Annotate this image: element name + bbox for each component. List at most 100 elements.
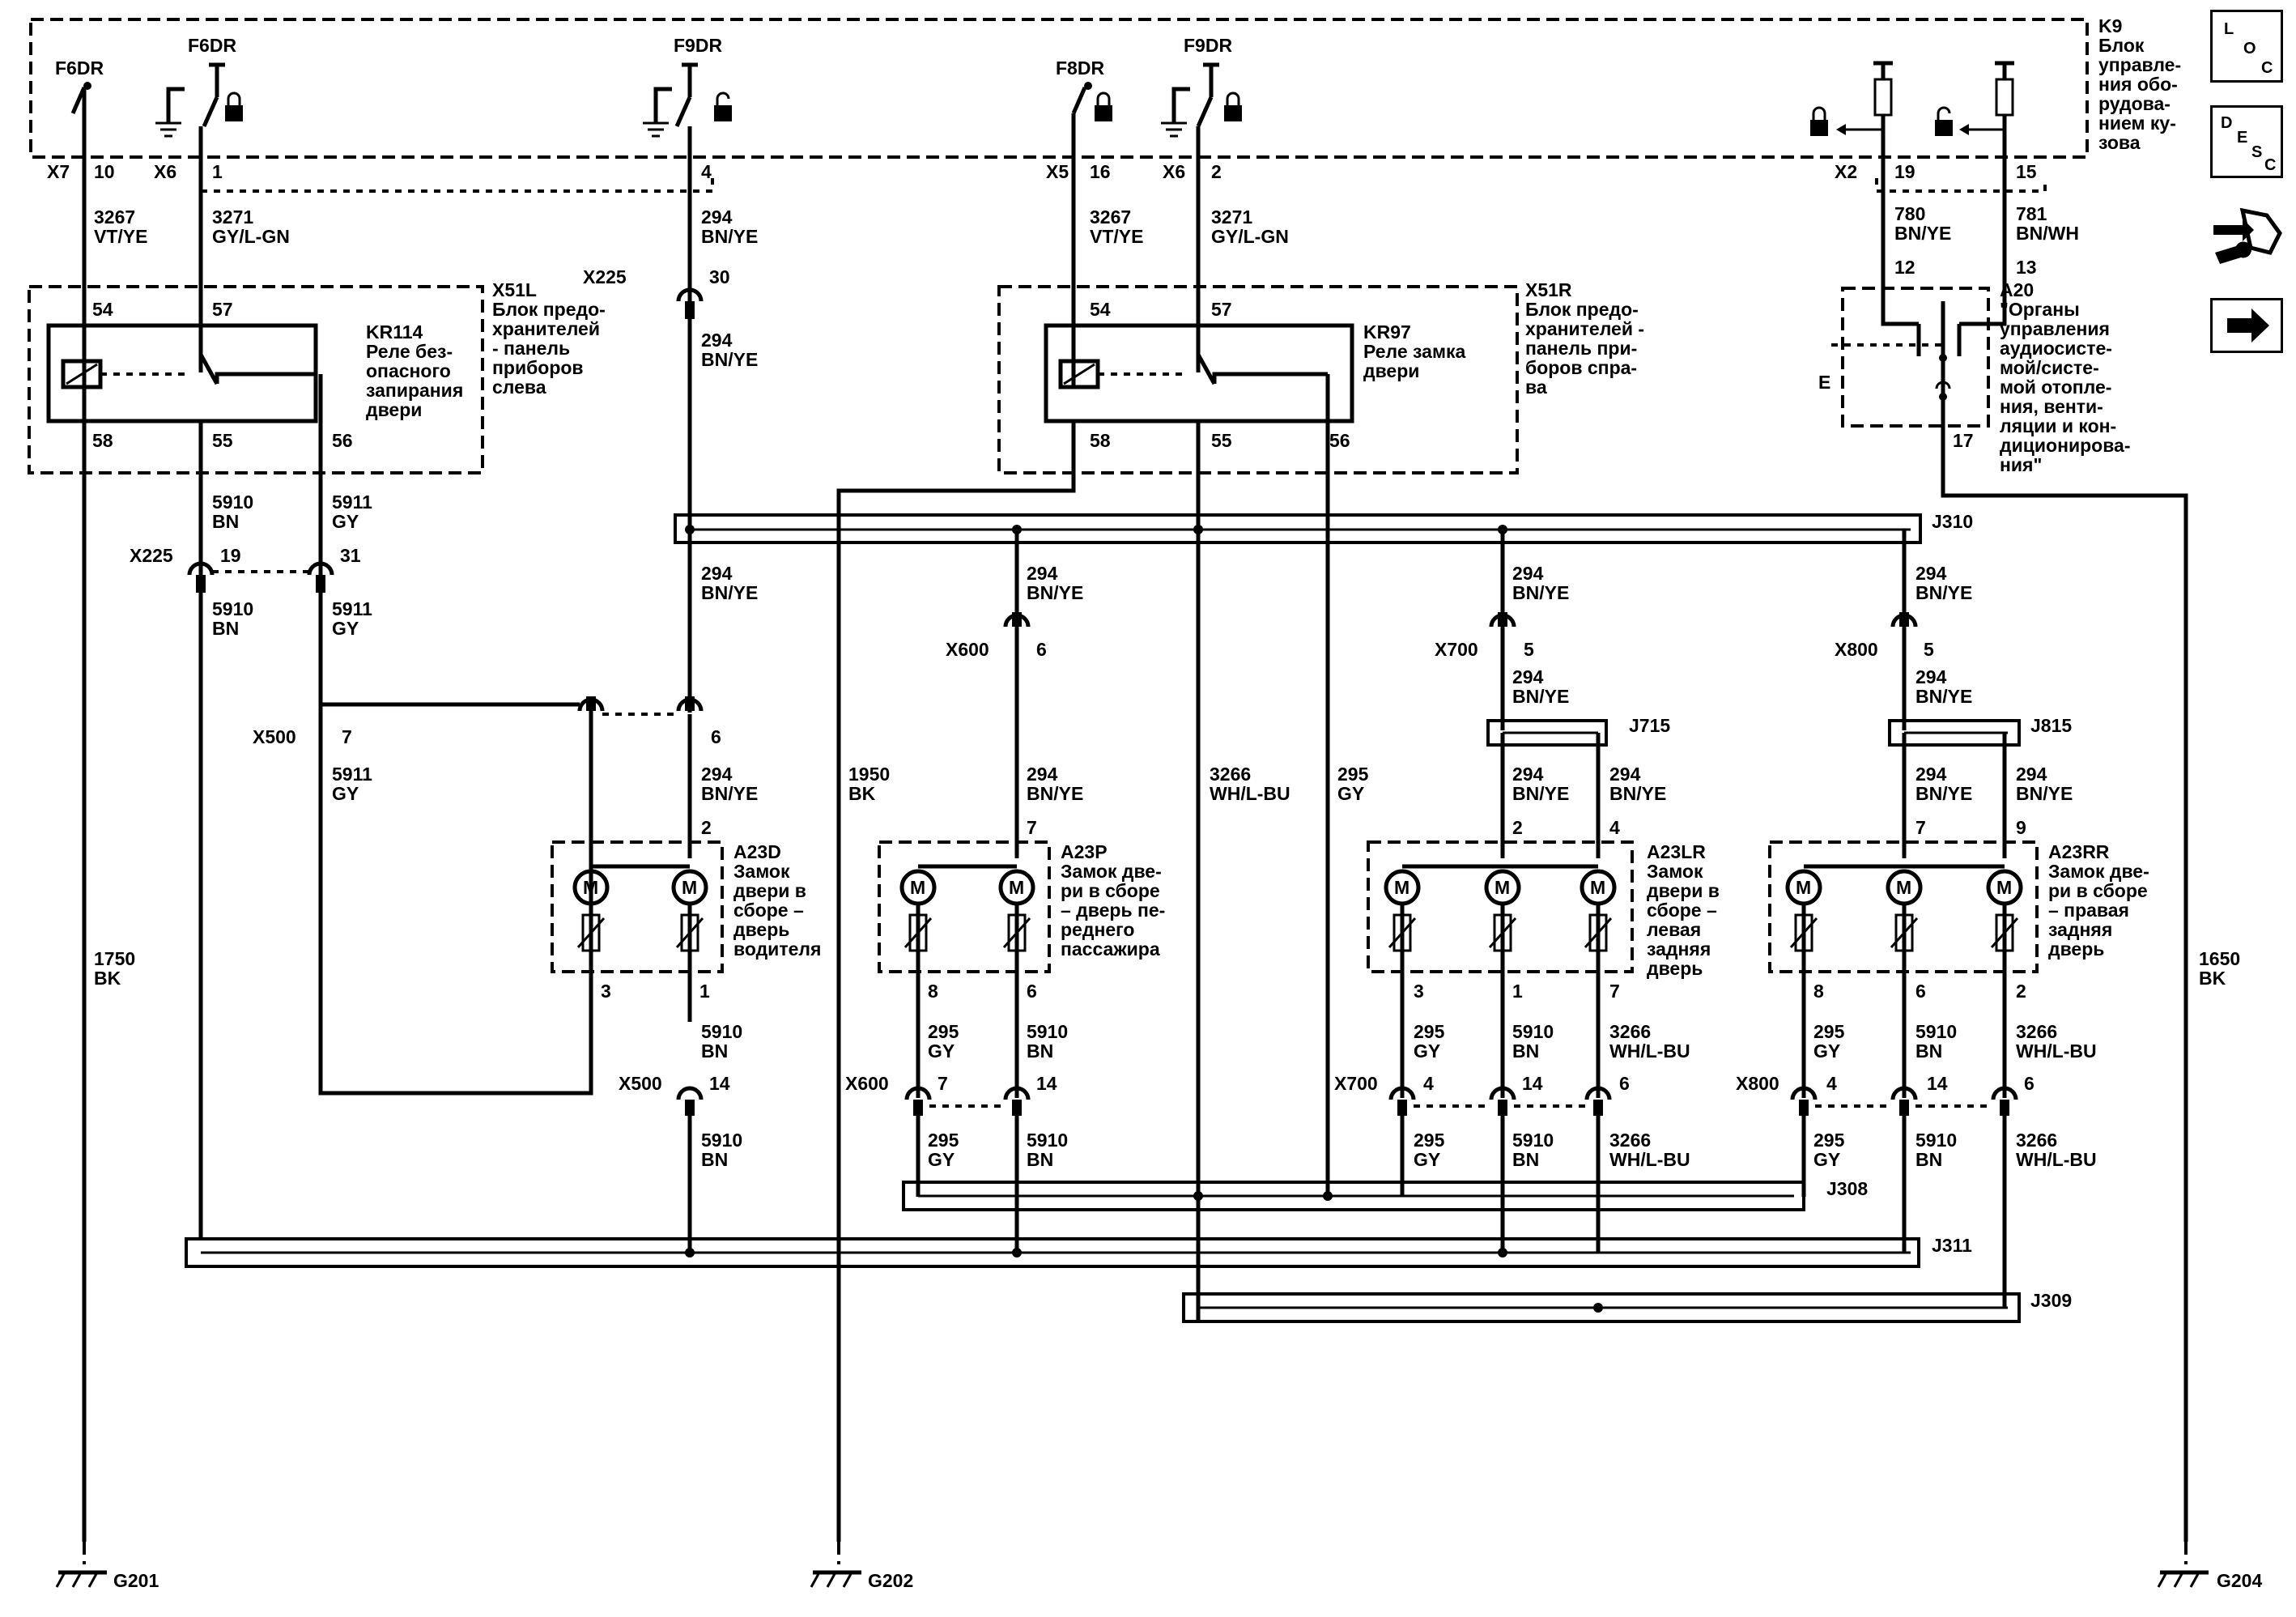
- wire-781: [1959, 130, 2007, 326]
- svg-text:нием ку-: нием ку-: [2098, 113, 2176, 134]
- a23p-description: Замок две- ри в сборе – дверь пе- реднег…: [1061, 861, 1165, 960]
- svg-text:56: 56: [332, 430, 353, 451]
- wire-1650: [1941, 413, 2188, 1542]
- svg-text:мой отопле-: мой отопле-: [2000, 377, 2111, 398]
- svg-text:31: 31: [340, 545, 361, 566]
- loc-icon[interactable]: L O C: [2210, 10, 2283, 83]
- svg-text:водителя: водителя: [733, 938, 821, 960]
- splice-label-j308: J308: [1826, 1178, 1868, 1199]
- k9-switch-f8dr: [1071, 82, 1092, 115]
- svg-text:BN/YE: BN/YE: [1609, 783, 1666, 804]
- connector-wrench-icon[interactable]: [2210, 202, 2283, 275]
- splice-j815: [1888, 719, 2021, 747]
- svg-text:M: M: [1796, 877, 1811, 898]
- svg-text:5910: 5910: [1512, 1130, 1554, 1151]
- a20-description: "Органы управления аудиосисте- мой/систе…: [2000, 299, 2130, 475]
- svg-text:GY: GY: [928, 1149, 955, 1170]
- svg-text:GY: GY: [928, 1040, 955, 1062]
- svg-text:5911: 5911: [332, 764, 372, 785]
- ground-g201: G201: [55, 1522, 159, 1591]
- svg-text:BN/YE: BN/YE: [1512, 783, 1569, 804]
- svg-text:сборе –: сборе –: [733, 900, 804, 921]
- splice-label-j310: J310: [1932, 511, 1973, 532]
- svg-text:5: 5: [1524, 639, 1534, 660]
- door-lock-a23rr: M M M: [1768, 840, 2039, 1098]
- svg-text:4: 4: [701, 161, 712, 182]
- door-lock-a23d: M M: [551, 840, 724, 1022]
- svg-text:3266: 3266: [1210, 764, 1251, 785]
- svg-text:5911: 5911: [332, 491, 372, 513]
- svg-text:3266: 3266: [2016, 1021, 2057, 1042]
- svg-text:M: M: [1009, 877, 1024, 898]
- svg-text:55: 55: [212, 430, 233, 451]
- svg-text:дверь: дверь: [1647, 958, 1703, 979]
- desc-icon[interactable]: D E S C: [2210, 105, 2283, 178]
- svg-text:3: 3: [601, 981, 611, 1002]
- svg-text:M: M: [682, 877, 697, 898]
- svg-text:294: 294: [701, 764, 733, 785]
- x51l-pins: 54 57 58 55 56: [92, 299, 353, 451]
- svg-text:2: 2: [2016, 981, 2026, 1002]
- svg-text:боров спра-: боров спра-: [1525, 357, 1637, 378]
- svg-text:5: 5: [1924, 639, 1934, 660]
- a23lr-description: Замок двери в сборе – левая задняя дверь: [1647, 861, 1720, 979]
- svg-text:G201: G201: [113, 1570, 159, 1591]
- svg-text:BN: BN: [1027, 1040, 1053, 1062]
- svg-text:BN: BN: [1915, 1040, 1942, 1062]
- svg-text:58: 58: [1090, 430, 1111, 451]
- a23lr-pins: 2 4 3 1 7: [1414, 817, 1620, 1002]
- a23p-id: A23P: [1061, 841, 1108, 862]
- a23d-pins: 2 3 1: [601, 817, 712, 1002]
- svg-text:GY: GY: [1813, 1149, 1840, 1170]
- svg-text:BN: BN: [1027, 1149, 1053, 1170]
- wire-5911-x51l: [318, 374, 593, 1096]
- svg-text:294: 294: [1512, 666, 1544, 687]
- svg-text:8: 8: [928, 981, 938, 1002]
- svg-text:сборе –: сборе –: [1647, 900, 1717, 921]
- svg-text:295: 295: [1813, 1021, 1845, 1042]
- svg-text:57: 57: [212, 299, 233, 320]
- svg-text:ва: ва: [1525, 377, 1547, 398]
- svg-text:X500: X500: [619, 1073, 662, 1094]
- a20-bracket-mark: Е: [1818, 372, 1830, 393]
- ground-g204: G204: [2157, 1522, 2262, 1591]
- svg-text:Замок: Замок: [1647, 861, 1703, 882]
- svg-text:BN/YE: BN/YE: [1512, 686, 1569, 707]
- lock-child-icon: [1095, 91, 1112, 121]
- fuse-label-f6dr-1: F6DR: [55, 57, 104, 79]
- svg-text:управле-: управле-: [2098, 54, 2181, 75]
- svg-text:19: 19: [220, 545, 241, 566]
- svg-text:X225: X225: [130, 545, 173, 566]
- svg-text:ри в сборе: ри в сборе: [1061, 880, 1160, 901]
- svg-text:ляции и кон-: ляции и кон-: [2000, 415, 2116, 436]
- svg-text:294: 294: [1512, 764, 1544, 785]
- svg-text:BN/YE: BN/YE: [1894, 223, 1951, 244]
- svg-text:7: 7: [1027, 817, 1037, 838]
- lock-closed-icon: [1224, 91, 1242, 121]
- door-lock-a23p: M M: [878, 840, 1051, 1098]
- svg-text:хранителей -: хранителей -: [1525, 318, 1644, 339]
- svg-text:8: 8: [1813, 981, 1824, 1002]
- a20-id: A20: [2000, 279, 2034, 300]
- k9-module-box: [29, 18, 2089, 159]
- svg-text:диционирова-: диционирова-: [2000, 435, 2130, 456]
- svg-text:WH/L-BU: WH/L-BU: [2016, 1149, 2097, 1170]
- svg-text:7: 7: [1609, 981, 1620, 1002]
- svg-text:294: 294: [1915, 666, 1947, 687]
- svg-text:задняя: задняя: [2048, 919, 2112, 940]
- arrow-right-icon[interactable]: [2210, 298, 2283, 353]
- svg-text:Блок предо-: Блок предо-: [492, 299, 606, 320]
- kr97-id: KR97: [1363, 321, 1411, 343]
- svg-text:X225: X225: [583, 266, 627, 287]
- svg-text:рудова-: рудова-: [2098, 93, 2171, 114]
- splice-j310: [674, 513, 1922, 544]
- svg-text:3: 3: [1414, 981, 1424, 1002]
- svg-text:GY/L-GN: GY/L-GN: [212, 226, 290, 247]
